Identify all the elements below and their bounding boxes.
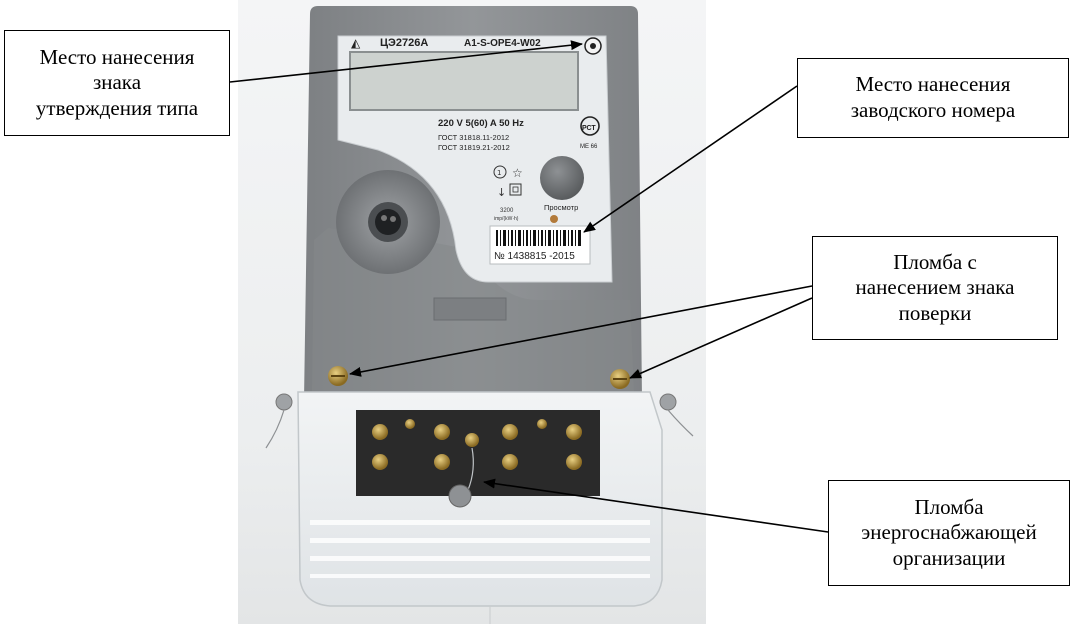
lcd-display: [349, 51, 579, 111]
callout-text: Место нанесения: [855, 72, 1011, 97]
impulse-rate: 3200: [500, 208, 514, 214]
callout-text: поверки: [898, 300, 972, 325]
terminals: [372, 419, 582, 470]
star-symbol-icon: ☆: [512, 166, 523, 180]
callout-text: заводского номера: [850, 98, 1016, 122]
supplier-seal-icon: [448, 484, 472, 508]
callout-supplier-seal: Пломба энергоснабжающей организации: [828, 480, 1070, 586]
impulse-unit: imp/(kW·h): [494, 216, 519, 222]
gost-1: ГОСТ 31818.11-2012: [438, 133, 509, 142]
callout-text: организации: [892, 545, 1006, 570]
callout-text: Место нанесения: [39, 44, 195, 69]
rating: 220 V 5(60) A 50 Hz: [438, 118, 524, 129]
callout-text: нанесением знака: [855, 275, 1015, 300]
left-seal-wire-icon: [275, 393, 293, 411]
insulation-symbol-icon: [509, 183, 522, 196]
meter-photo: ЦЭ2726А А1-S-OPE4-W02 ◭ 220 V 5(60) A 50…: [238, 0, 706, 624]
terminal-block: [356, 410, 600, 496]
callout-serial-place: Место нанесения заводского номера: [797, 58, 1069, 138]
callout-text: Пломба с: [893, 249, 977, 274]
callout-text: Пломба: [914, 494, 984, 519]
pulse-led-icon: [550, 215, 558, 223]
right-seal-wire-icon: [659, 393, 677, 411]
serial-number: № 1438815 -2015: [494, 251, 575, 262]
svg-text:1: 1: [497, 169, 501, 177]
callout-text: знака: [92, 70, 142, 95]
callout-text: утверждения типа: [35, 95, 199, 120]
model-code: А1-S-OPE4-W02: [464, 38, 541, 49]
pct-code: МЕ 66: [580, 144, 598, 150]
pct-mark: РСТ: [582, 125, 596, 132]
thermo-symbol-icon: ↓: [497, 186, 506, 199]
model-name: ЦЭ2726А: [380, 37, 428, 49]
serial-label: [489, 225, 591, 265]
barcode: [496, 230, 581, 246]
callout-type-approval: Место нанесения знака утверждения типа: [4, 30, 230, 136]
view-button: [540, 156, 584, 200]
callout-verification-seal: Пломба с нанесением знака поверки: [812, 236, 1058, 340]
class-symbol-icon: [493, 165, 507, 179]
gost-2: ГОСТ 31819.21-2012: [438, 143, 510, 152]
housing-recess: [433, 297, 507, 321]
manufacturer-logo-icon: ◭: [351, 36, 361, 50]
callout-text: энергоснабжающей: [861, 520, 1037, 545]
button-label: Просмотр: [544, 203, 578, 212]
